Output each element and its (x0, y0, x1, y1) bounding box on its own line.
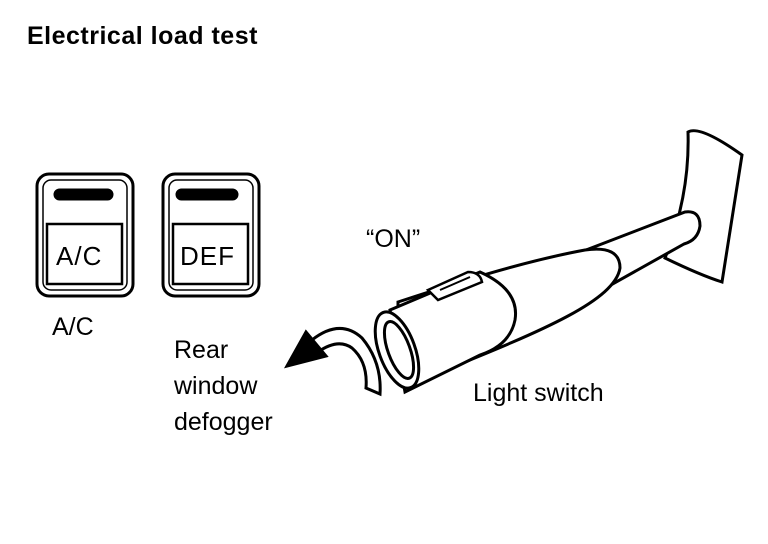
def-indicator-light (175, 188, 239, 201)
def-button[interactable] (161, 172, 261, 298)
diagram-title: Electrical load test (27, 22, 258, 50)
defogger-label-line-1: Rear (174, 336, 229, 364)
ac-indicator-light (53, 188, 114, 201)
on-position-label: “ON” (366, 225, 421, 253)
light-switch-label: Light switch (473, 379, 604, 407)
def-button-face-text: DEF (180, 241, 235, 271)
ac-caption: A/C (52, 313, 94, 341)
ac-button[interactable] (35, 172, 135, 298)
light-switch-lever[interactable] (366, 210, 702, 395)
column-cover (663, 129, 744, 284)
ac-button-face-text: A/C (56, 241, 103, 271)
defogger-label-line-2: window (174, 372, 258, 400)
defogger-label-line-3: defogger (174, 408, 273, 436)
rotation-arrow-icon (283, 327, 382, 397)
